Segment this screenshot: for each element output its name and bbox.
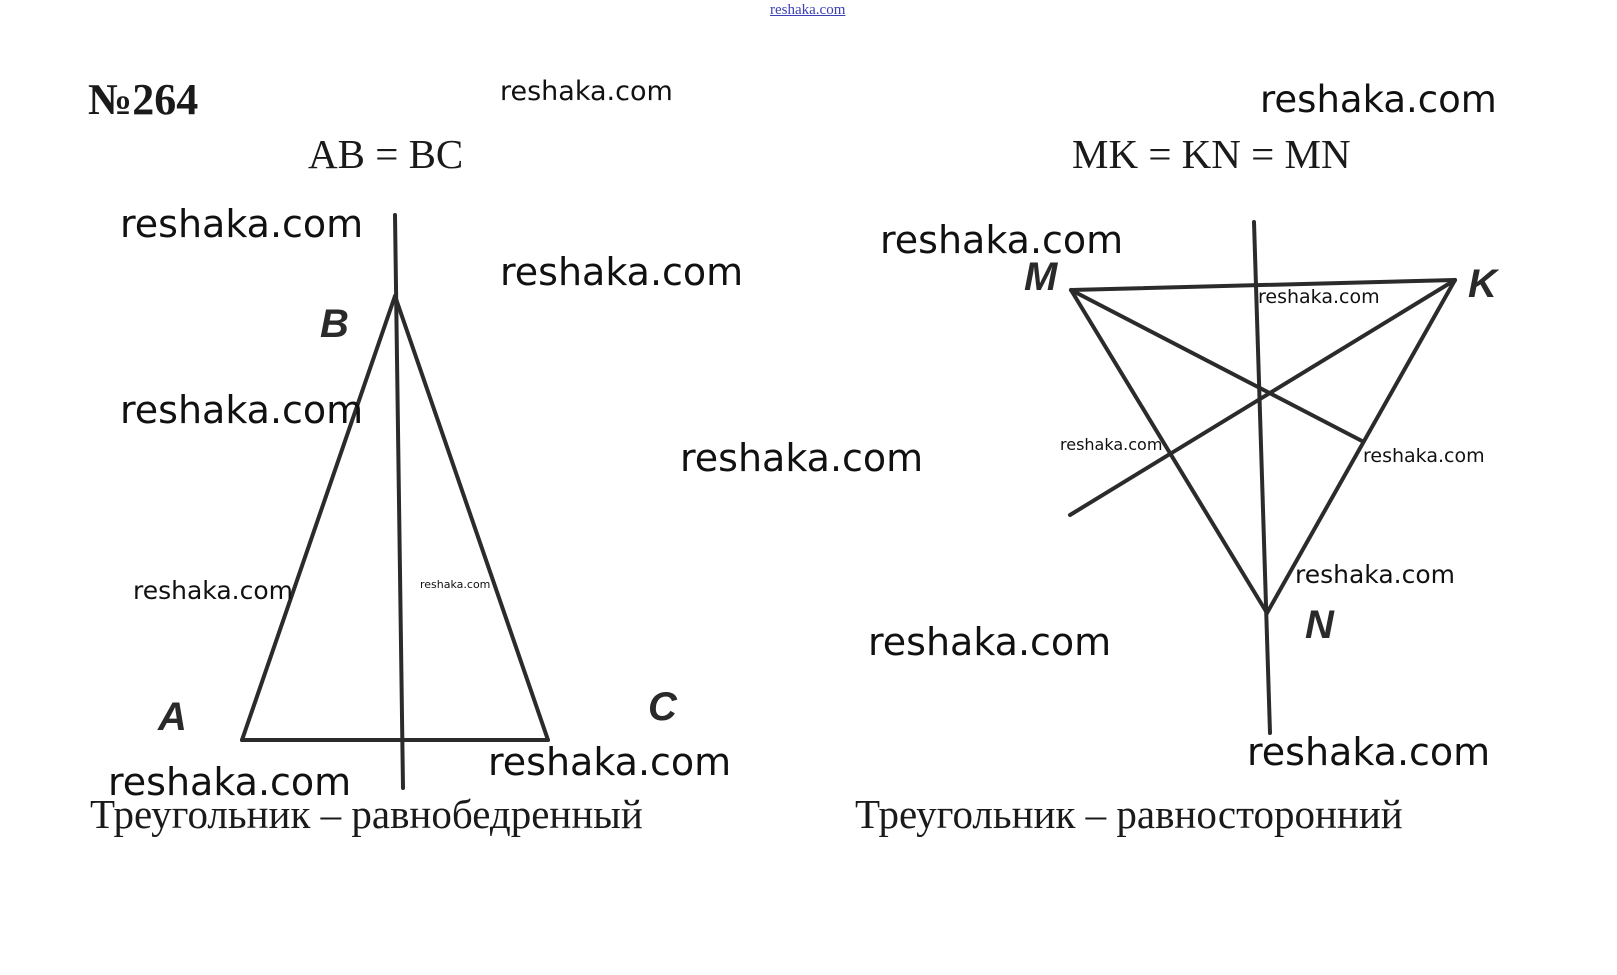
watermark-text: reshaka.com	[1247, 730, 1491, 774]
left-caption: Треугольник – равнобедренный	[90, 791, 643, 837]
watermark-text: reshaka.com	[488, 740, 732, 784]
equilateral-triangle-figure	[1068, 220, 1457, 735]
watermark-text: reshaka.com	[120, 202, 364, 246]
watermark-text: reshaka.com	[120, 388, 364, 432]
vertex-label-n: N	[1305, 603, 1334, 647]
watermark-text: reshaka.com	[1260, 78, 1497, 121]
vertical-axis-line	[1252, 220, 1272, 735]
watermark-text: reshaka.com	[108, 760, 352, 804]
right-caption: Треугольник – равносторонний	[855, 791, 1403, 837]
right-equation: MK = KN = MN	[1072, 131, 1351, 177]
watermark-text: reshaka.com	[500, 250, 744, 294]
vertex-label-b: B	[320, 302, 349, 346]
side-mk	[1069, 278, 1457, 292]
vertex-label-m: M	[1024, 255, 1058, 299]
watermark-text: reshaka.com	[1363, 445, 1485, 467]
vertex-label-k: K	[1468, 262, 1497, 306]
side-kn	[1265, 278, 1457, 615]
watermark-text: reshaka.com	[133, 576, 293, 605]
problem-number: №264	[88, 75, 199, 124]
watermark-text: reshaka.com	[880, 218, 1124, 262]
watermark-text: reshaka.com	[868, 620, 1112, 664]
isosceles-triangle-figure	[240, 213, 550, 790]
side-bc	[393, 294, 550, 742]
vertex-label-c: C	[648, 685, 677, 729]
median-from-m	[1069, 288, 1364, 443]
watermark-text: reshaka.com	[420, 578, 491, 591]
side-mn	[1069, 288, 1269, 615]
watermark-text: reshaka.com	[680, 436, 924, 480]
vertex-label-a: A	[158, 695, 187, 739]
watermark-text: reshaka.com	[1060, 435, 1163, 454]
side-ab	[240, 294, 397, 742]
median-from-k-line	[1068, 278, 1457, 517]
watermark-text: reshaka.com	[500, 76, 673, 107]
site-watermark-link[interactable]: reshaka.com	[770, 2, 846, 18]
watermark-text: reshaka.com	[1258, 286, 1380, 308]
left-equation: AB = BC	[308, 131, 464, 177]
symmetry-axis-line	[393, 213, 405, 790]
watermark-text: reshaka.com	[1295, 560, 1455, 589]
